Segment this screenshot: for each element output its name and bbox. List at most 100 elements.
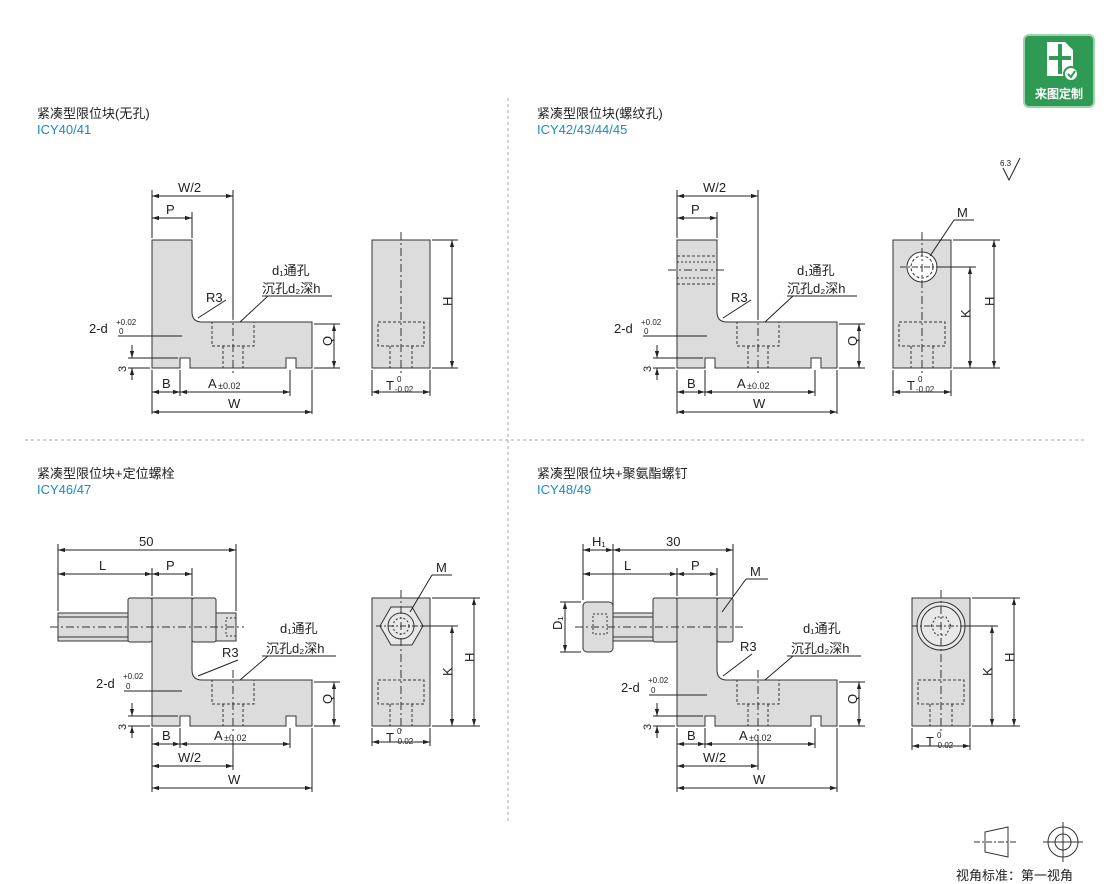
dim-hole: 2-d	[89, 321, 108, 336]
dim-r3: R3	[206, 290, 223, 305]
hole-tol-top: +0.02	[648, 676, 669, 685]
label-d1: d₁通孔	[797, 263, 835, 278]
dim-p: P	[691, 558, 700, 573]
dim-r3: R3	[222, 645, 239, 660]
hole-tol-top: +0.02	[641, 318, 662, 327]
hole-tol-top: +0.02	[123, 672, 144, 681]
t-tol-bot: -0.02	[916, 385, 935, 394]
dim-l: L	[99, 558, 106, 573]
custom-drawing-button[interactable]: 来图定制	[1023, 34, 1095, 108]
label-m: M	[750, 564, 761, 579]
dim-h: H	[1002, 653, 1017, 662]
dim-r3: R3	[731, 290, 748, 305]
section-4-name: 紧凑型限位块+聚氨酯螺钉	[537, 466, 688, 481]
nut-left	[127, 597, 153, 643]
dim-a-tol: ±0.02	[218, 381, 240, 391]
dim-w2: W/2	[178, 750, 201, 765]
t-tol-top: 0	[918, 375, 923, 384]
dim-d1: D₁	[550, 616, 565, 630]
hole-tol-bot: 0	[644, 327, 649, 336]
label-d1: d₁通孔	[803, 621, 841, 636]
dim-w2: W/2	[703, 750, 726, 765]
dim-q: Q	[845, 694, 860, 704]
block-side-view	[151, 239, 313, 369]
dim-b: B	[162, 376, 171, 391]
dim-q: Q	[320, 694, 335, 704]
hole-tol-top: +0.02	[116, 318, 137, 327]
dim-p: P	[166, 558, 175, 573]
drawing-icy48: H₁ 30 L P M D₁ R3 d₁通孔 沉孔d₂深h 2-d +0.02 …	[550, 534, 1020, 792]
dim-b: B	[162, 728, 171, 743]
section-2-name: 紧凑型限位块(螺纹孔)	[537, 106, 663, 121]
t-tol-top: 0	[397, 375, 402, 384]
dim-3: 3	[642, 366, 654, 372]
dim-b: B	[687, 728, 696, 743]
view-standard-label: 视角标准：第一视角	[956, 868, 1074, 883]
dim-k: K	[440, 667, 455, 676]
section-2-model[interactable]: ICY42/43/44/45	[537, 122, 628, 137]
dim-a: A	[214, 728, 223, 743]
dim-a-tol: ±0.02	[224, 733, 246, 743]
t-tol-top: 0	[397, 727, 402, 736]
dim-3: 3	[642, 724, 654, 730]
dim-a: A	[739, 728, 748, 743]
dim-h: H	[462, 653, 477, 662]
section-1-name: 紧凑型限位块(无孔)	[37, 106, 150, 121]
label-d2: 沉孔d₂深h	[787, 281, 846, 296]
label-d1: d₁通孔	[280, 621, 318, 636]
dim-w2: W/2	[178, 180, 201, 195]
dim-k: K	[958, 309, 973, 318]
dim-h: H	[982, 297, 997, 306]
dim-3: 3	[117, 366, 129, 372]
first-angle-projection-icon	[974, 822, 1083, 862]
section-3-model[interactable]: ICY46/47	[37, 482, 92, 497]
label-d2: 沉孔d₂深h	[262, 281, 321, 296]
label-m: M	[957, 205, 968, 220]
hole-tol-bot: 0	[651, 686, 656, 695]
dim-k: K	[980, 667, 995, 676]
nut-left	[652, 597, 678, 643]
roughness-value: 6.3	[1000, 159, 1012, 168]
dim-a: A	[208, 376, 217, 391]
dim-30: 30	[666, 534, 680, 549]
dim-q: Q	[845, 336, 860, 346]
section-title-1: 紧凑型限位块(无孔) ICY40/41	[37, 106, 150, 138]
section-4-model[interactable]: ICY48/49	[537, 482, 592, 497]
t-tol-bot: -0.02	[935, 741, 954, 750]
dim-t: T	[907, 378, 915, 393]
t-tol-bot: -0.02	[395, 385, 414, 394]
dim-b: B	[687, 376, 696, 391]
section-1-model[interactable]: ICY40/41	[37, 122, 92, 137]
dim-t: T	[386, 378, 394, 393]
section-title-4: 紧凑型限位块+聚氨酯螺钉 ICY48/49	[537, 466, 688, 498]
drawing-icy46: 50 L P R3 d₁通孔 沉孔d₂深h 2-d +0.02 0 3 Q B …	[50, 534, 480, 792]
label-d2: 沉孔d₂深h	[791, 641, 850, 656]
nut-right	[716, 597, 734, 643]
nut-right	[191, 597, 217, 643]
dim-h: H	[440, 297, 455, 306]
drawing-icy42: W/2 P R3 d₁通孔 沉孔d₂深h 2-d +0.02 0 3 Q B A…	[614, 180, 1000, 415]
section-title-3: 紧凑型限位块+定位螺栓 ICY46/47	[37, 466, 175, 498]
section-3-name: 紧凑型限位块+定位螺栓	[37, 466, 175, 481]
dim-a-tol: ±0.02	[749, 733, 771, 743]
dim-a: A	[737, 376, 746, 391]
dim-w: W	[753, 772, 766, 787]
dim-l: L	[624, 558, 631, 573]
dim-a-tol: ±0.02	[747, 381, 769, 391]
dim-w2: W/2	[703, 180, 726, 195]
dim-hole: 2-d	[96, 676, 115, 691]
section-title-2: 紧凑型限位块(螺纹孔) ICY42/43/44/45	[537, 106, 663, 138]
block-side-view	[676, 597, 838, 727]
dim-q: Q	[320, 336, 335, 346]
file-edit-icon	[1047, 42, 1079, 82]
label-d1: d₁通孔	[272, 263, 310, 278]
dim-hole: 2-d	[614, 321, 633, 336]
dim-t: T	[926, 734, 934, 749]
t-tol-top: 0	[937, 731, 942, 740]
dim-t: T	[386, 730, 394, 745]
label-d2: 沉孔d₂深h	[266, 641, 325, 656]
dim-h1: H₁	[592, 534, 606, 549]
dim-3: 3	[117, 724, 129, 730]
dim-50: 50	[139, 534, 153, 549]
